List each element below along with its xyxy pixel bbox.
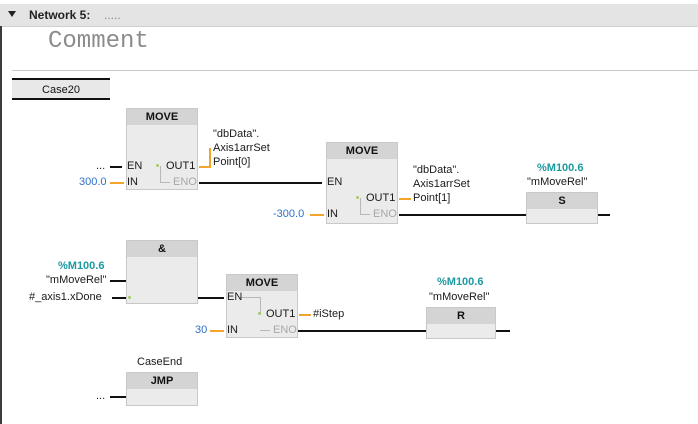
move3-in-pin: IN xyxy=(227,324,238,336)
move3-out-wire xyxy=(299,314,311,316)
move2-in-pin: IN xyxy=(327,208,338,220)
set-coil-name[interactable]: "mMoveRel" xyxy=(527,176,588,188)
move1-in-wire xyxy=(110,182,124,184)
move3-in-wire xyxy=(210,330,224,332)
set-coil-address[interactable]: %M100.6 xyxy=(537,162,584,174)
and-in2-dot xyxy=(128,296,131,299)
network-title: Network 5: xyxy=(29,8,91,22)
move3-en-stub xyxy=(240,297,260,298)
move2-eno-stub xyxy=(360,214,370,215)
move1-out-tip xyxy=(209,148,211,150)
and-in1-wire xyxy=(110,280,126,282)
jump-label-box[interactable]: Case20 xyxy=(12,78,110,100)
set-coil-op: S xyxy=(527,193,597,209)
move2-out-var-2[interactable]: Axis1arrSet xyxy=(413,178,470,190)
jmp-block-head: JMP xyxy=(127,373,197,389)
move1-eno-pin: ENO xyxy=(173,176,197,188)
collapse-triangle-icon[interactable] xyxy=(8,11,16,17)
move1-in-pin: IN xyxy=(127,176,138,188)
move1-in-value[interactable]: 300.0 xyxy=(79,176,107,188)
move-block-1[interactable]: MOVE xyxy=(126,108,198,190)
move1-out-var-2[interactable]: Axis1arrSet xyxy=(213,142,270,154)
comment-separator xyxy=(12,70,698,71)
and-out-wire xyxy=(198,297,224,299)
move2-out-var-3[interactable]: Point[1] xyxy=(413,192,451,204)
move2-out-wire xyxy=(399,198,411,200)
move-block-2-head: MOVE xyxy=(327,143,397,159)
move1-out-dot xyxy=(156,164,159,167)
reset-coil-op: R xyxy=(427,308,495,324)
and-block[interactable]: & xyxy=(126,240,198,304)
jmp-label[interactable]: CaseEnd xyxy=(137,356,183,368)
rung1-to-set-wire xyxy=(399,214,526,216)
move1-en-pin: EN xyxy=(127,160,143,172)
move2-en-pin: EN xyxy=(327,176,343,188)
move2-out-dot xyxy=(356,196,359,199)
move-block-3[interactable]: MOVE xyxy=(226,274,298,338)
move1-en-wire xyxy=(110,166,122,168)
rung1-eno-wire xyxy=(199,182,322,184)
network-title-suffix: ..... xyxy=(104,8,121,22)
and-in2-wire xyxy=(112,297,126,299)
move2-en-eno-link xyxy=(360,198,361,214)
and-in1-address[interactable]: %M100.6 xyxy=(58,260,105,272)
jmp-en-wire xyxy=(110,396,126,398)
move2-eno-pin: ENO xyxy=(373,208,397,220)
network-header[interactable]: Network 5: ..... xyxy=(0,4,698,27)
move3-en-pin: EN xyxy=(227,291,243,303)
move3-eno-pin: ENO xyxy=(273,324,297,336)
move1-out-var-1[interactable]: "dbData". xyxy=(213,128,260,140)
move1-eno-stub xyxy=(160,182,170,183)
set-coil[interactable]: S xyxy=(526,192,598,224)
move2-in-wire xyxy=(310,214,324,216)
move2-in-value[interactable]: -300.0 xyxy=(273,208,305,220)
move2-out1-pin: OUT1 xyxy=(366,192,396,204)
move3-out1-pin: OUT1 xyxy=(266,308,296,320)
move3-out-var[interactable]: #iStep xyxy=(313,308,345,320)
and-in2-name[interactable]: #_axis1.xDone xyxy=(29,291,102,303)
move-block-2[interactable]: MOVE xyxy=(326,142,398,224)
reset-coil-out-wire xyxy=(496,330,510,332)
jmp-en-input[interactable]: ... xyxy=(96,390,106,402)
move-block-1-head: MOVE xyxy=(127,109,197,125)
move3-en-eno-link xyxy=(260,297,261,314)
move1-en-eno-link xyxy=(160,166,161,182)
move1-out-drop xyxy=(209,148,211,168)
reset-coil-address[interactable]: %M100.6 xyxy=(437,276,484,288)
network-comment[interactable]: Comment xyxy=(48,28,149,55)
move1-out-wire xyxy=(199,166,211,168)
power-rail xyxy=(0,26,2,424)
move3-out-dot xyxy=(258,312,261,315)
move3-in-value[interactable]: 30 xyxy=(195,324,208,336)
jmp-block[interactable]: JMP xyxy=(126,372,198,406)
and-block-head: & xyxy=(127,241,197,257)
set-coil-out-wire xyxy=(598,214,610,216)
move3-eno-stub xyxy=(260,330,270,331)
move1-out1-pin: OUT1 xyxy=(166,160,196,172)
rung2-to-reset-wire xyxy=(298,330,426,332)
move1-en-input[interactable]: ... xyxy=(96,160,106,172)
move-block-3-head: MOVE xyxy=(227,275,297,291)
reset-coil[interactable]: R xyxy=(426,307,496,339)
reset-coil-name[interactable]: "mMoveRel" xyxy=(429,291,490,303)
move2-out-var-1[interactable]: "dbData". xyxy=(413,164,460,176)
move1-out-var-3[interactable]: Point[0] xyxy=(213,156,251,168)
and-in1-name[interactable]: "mMoveRel" xyxy=(46,274,107,286)
jump-label-text: Case20 xyxy=(42,84,80,96)
